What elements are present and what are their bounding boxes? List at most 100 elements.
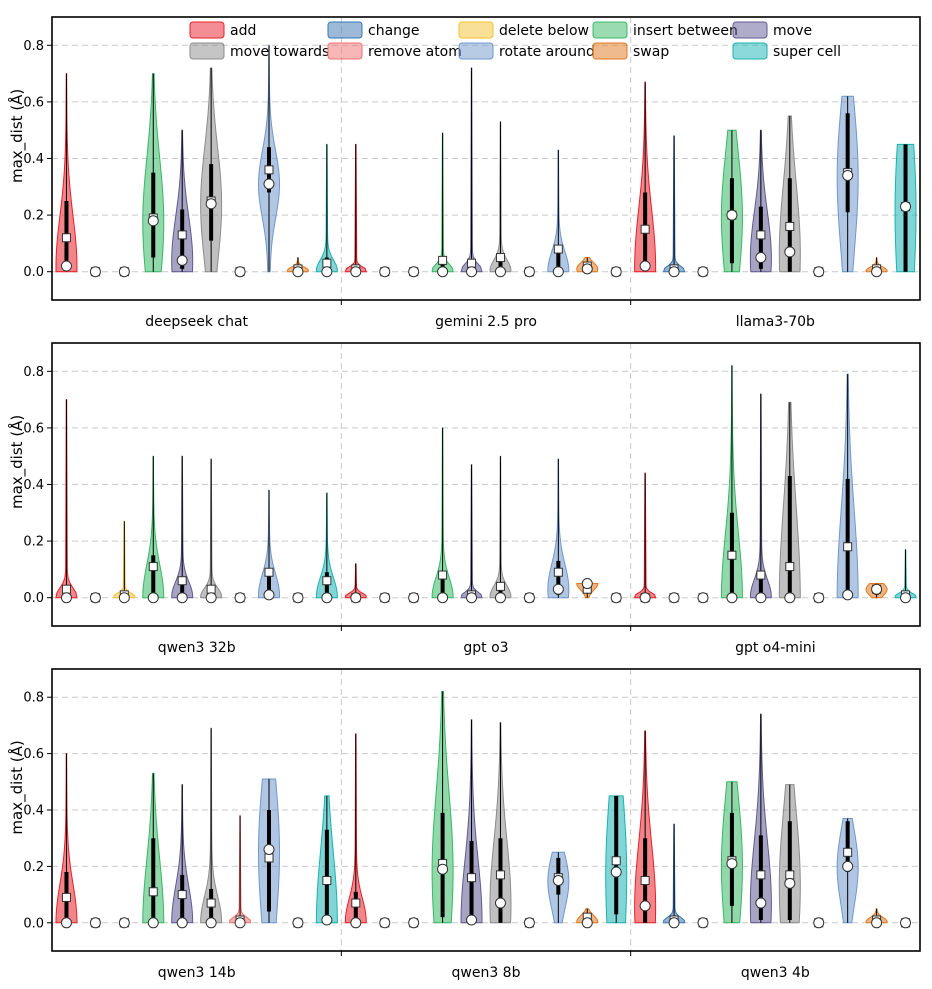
legend-item-change: change xyxy=(327,21,420,39)
legend-item-remove-atom: remove atom xyxy=(327,42,462,60)
violin-rotate-around xyxy=(258,778,280,924)
median-marker xyxy=(60,260,72,272)
violin-add xyxy=(344,563,367,604)
violin-rotate-around xyxy=(836,95,859,273)
violin-super-cell xyxy=(605,795,628,924)
mean-marker xyxy=(264,165,274,175)
legend-label: move xyxy=(773,23,812,39)
median-marker xyxy=(234,592,246,604)
violin-delete-below xyxy=(118,917,130,929)
y-tick-label: 0.8 xyxy=(23,39,44,54)
median-marker xyxy=(871,266,883,278)
violin-rotate-around xyxy=(547,851,570,924)
violin-swap xyxy=(576,257,599,275)
violin-swap xyxy=(576,578,599,599)
y-tick-label: 0.0 xyxy=(23,265,44,280)
violin-add xyxy=(634,730,657,924)
violin-move-towards xyxy=(200,458,223,604)
mean-marker xyxy=(495,581,505,591)
violin-remove-atom xyxy=(523,266,535,278)
median-marker xyxy=(813,266,825,278)
violin-move xyxy=(171,455,194,604)
mean-marker xyxy=(785,221,795,231)
group-label: qwen3 8b xyxy=(452,965,521,981)
median-marker xyxy=(900,592,912,604)
median-marker xyxy=(292,592,304,604)
median-marker xyxy=(263,589,275,601)
mean-marker xyxy=(351,898,361,908)
violin-remove-atom xyxy=(234,266,246,278)
median-marker xyxy=(726,209,738,221)
median-marker xyxy=(379,592,391,604)
violin-change xyxy=(89,266,101,278)
median-marker xyxy=(813,592,825,604)
median-marker xyxy=(466,266,478,278)
violin-swap xyxy=(865,908,888,929)
mean-marker xyxy=(206,898,216,908)
median-marker xyxy=(668,592,680,604)
y-tick-label: 0.4 xyxy=(23,478,44,493)
group-label: gpt o4-mini xyxy=(735,640,816,656)
median-marker xyxy=(581,263,593,275)
legend-label: move towards xyxy=(230,44,329,60)
median-marker xyxy=(639,260,651,272)
median-marker xyxy=(755,592,767,604)
legend-swatch xyxy=(732,42,768,60)
legend-swatch xyxy=(327,42,363,60)
y-axis-label: max_dist (Å) xyxy=(7,89,27,183)
group-1 xyxy=(55,44,338,278)
median-marker xyxy=(234,917,246,929)
violin-add xyxy=(55,73,78,273)
median-marker xyxy=(263,843,275,855)
median-marker xyxy=(60,592,72,604)
median-marker xyxy=(494,897,506,909)
median-marker xyxy=(350,592,362,604)
violin-move xyxy=(460,719,483,926)
median-marker xyxy=(697,917,709,929)
legend-swatch xyxy=(592,21,628,39)
legend-item-super-cell: super cell xyxy=(732,42,841,60)
median-marker xyxy=(379,266,391,278)
violin-swap xyxy=(865,583,888,599)
violin-move xyxy=(460,464,483,604)
median-marker xyxy=(755,897,767,909)
median-marker xyxy=(610,266,622,278)
violin-change xyxy=(89,592,101,604)
median-marker xyxy=(176,254,188,266)
median-marker xyxy=(784,877,796,889)
median-marker xyxy=(321,592,333,604)
legend-swatch xyxy=(732,21,768,39)
median-marker xyxy=(494,266,506,278)
violin-rotate-around xyxy=(547,458,570,599)
median-marker xyxy=(350,266,362,278)
median-marker xyxy=(581,578,593,590)
violin-swap xyxy=(865,257,888,278)
violin-swap xyxy=(292,917,304,929)
violin-add xyxy=(55,753,78,929)
mean-marker xyxy=(322,258,332,268)
violin-rotate-around xyxy=(257,44,281,273)
mean-marker xyxy=(495,870,505,880)
mean-marker xyxy=(727,550,737,560)
group-2 xyxy=(344,427,622,604)
violin-super-cell xyxy=(315,143,338,278)
mean-marker xyxy=(438,570,448,580)
median-marker xyxy=(176,917,188,929)
mean-marker xyxy=(264,567,274,577)
group-2 xyxy=(344,691,628,929)
median-marker xyxy=(523,266,535,278)
group-label: qwen3 32b xyxy=(158,640,236,656)
mean-marker xyxy=(177,890,187,900)
violin-move-towards xyxy=(489,121,512,278)
group-label: llama3-70b xyxy=(736,314,815,330)
group-label: qwen3 14b xyxy=(158,965,236,981)
y-tick-label: 0.6 xyxy=(23,421,44,436)
legend-swatch xyxy=(592,42,628,60)
median-marker xyxy=(697,266,709,278)
median-marker xyxy=(292,917,304,929)
group-label: gpt o3 xyxy=(463,640,508,656)
violin-super-cell xyxy=(610,592,622,604)
violin-insert-between xyxy=(142,772,165,929)
